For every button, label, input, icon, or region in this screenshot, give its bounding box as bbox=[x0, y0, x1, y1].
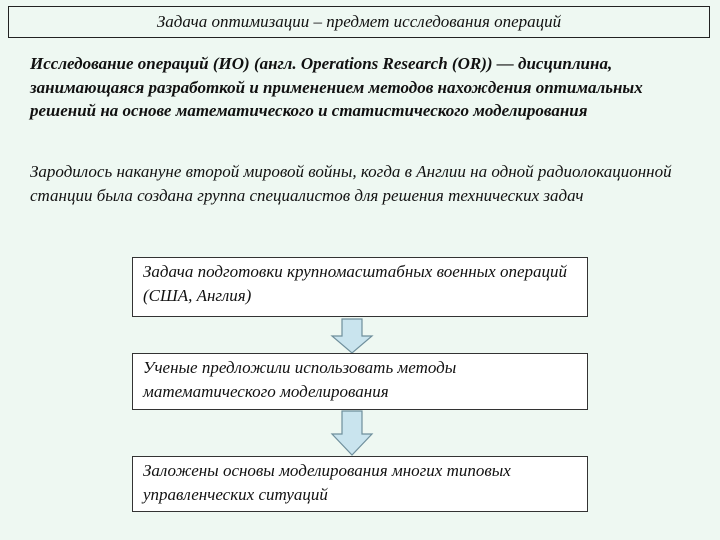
flow-step-text: Заложены основы моделирования многих тип… bbox=[143, 461, 511, 504]
slide-title-box: Задача оптимизации – предмет исследовани… bbox=[8, 6, 710, 38]
definition-paragraph: Исследование операций (ИО) (англ. Operat… bbox=[30, 54, 643, 120]
flow-step-military-operations: Задача подготовки крупномасштабных военн… bbox=[132, 257, 588, 317]
history-paragraph: Зародилось накануне второй мировой войны… bbox=[30, 162, 672, 205]
slide-title: Задача оптимизации – предмет исследовани… bbox=[156, 12, 562, 31]
flow-step-math-modeling: Ученые предложили использовать методы ма… bbox=[132, 353, 588, 410]
flow-step-text: Ученые предложили использовать методы ма… bbox=[143, 358, 457, 401]
down-arrow-icon bbox=[330, 410, 374, 456]
flow-step-text: Задача подготовки крупномасштабных военн… bbox=[143, 262, 568, 305]
down-arrow-icon bbox=[330, 318, 374, 354]
flow-step-management-situations: Заложены основы моделирования многих тип… bbox=[132, 456, 588, 512]
